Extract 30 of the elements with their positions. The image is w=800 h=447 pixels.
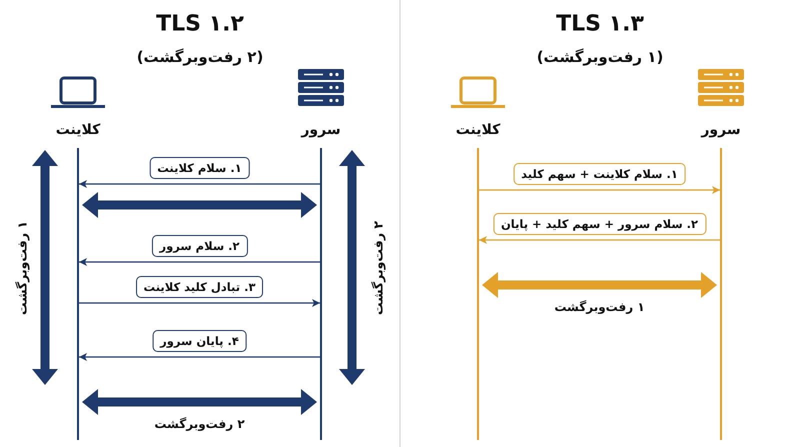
edge-label: ۲. سلام سرور [151,235,248,257]
actor-label: کلاینت [56,122,100,138]
arrow [79,180,320,188]
edge-label: ۲ رفت‌وبرگشت [152,417,247,431]
side-label: ۲ رفت‌وبرگشت [370,220,386,316]
edge-label: ۳. تبادل کلید کلاینت [136,276,264,298]
double-arrow [482,272,717,298]
actor-label: سرور [701,122,741,138]
side-label: ۱ رفت‌وبرگشت [14,220,30,316]
edge-label: ۱. سلام کلاینت [149,157,250,179]
arrow [79,299,320,307]
title: TLS ۱.۲ [156,12,244,36]
double-arrow [82,389,317,415]
actor-label: کلاینت [456,122,500,138]
title: TLS ۱.۳ [556,12,644,36]
lifeline [77,148,79,440]
actor-label: سرور [301,122,341,138]
edge-label: ۴. پایان سرور [152,330,247,352]
lifeline [720,148,722,440]
arrow [79,353,320,361]
arrow [479,236,720,244]
lifeline [320,148,322,440]
arrow [479,186,720,194]
arrow [79,258,320,266]
lifeline [477,148,479,440]
edge-label: ۲. سلام سرور + سهم کلید + پایان [492,213,706,235]
double-arrow [82,192,317,218]
subtitle: (۲ رفت‌وبرگشت) [136,48,264,66]
subtitle: (۱ رفت‌وبرگشت) [536,48,664,66]
edge-label: ۱. سلام کلاینت + سهم کلید [513,163,686,185]
